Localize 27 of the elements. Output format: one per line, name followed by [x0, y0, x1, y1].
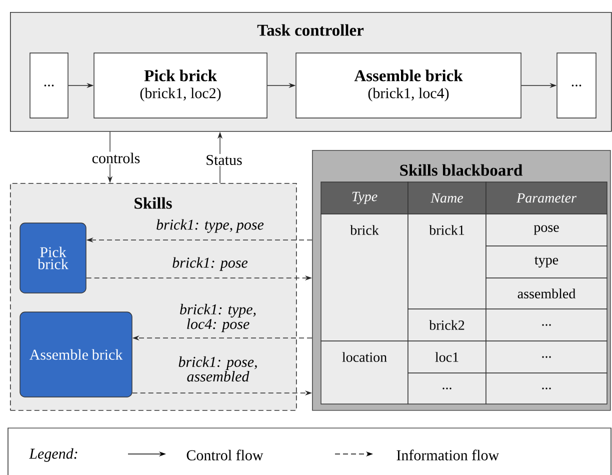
table-cell: ...: [486, 340, 608, 374]
legend-text: Information flow: [396, 450, 500, 460]
edge-label: brick1: type, loc4: pose: [180, 304, 256, 332]
process-box: ...: [556, 52, 596, 118]
legend-text: Control flow: [186, 450, 264, 460]
edge-label: controls: [90, 152, 142, 164]
edge-label: brick1: pose: [172, 257, 248, 271]
legend-title: Legend:: [29, 448, 78, 462]
header-cell: Type: [320, 182, 408, 214]
table-cell: brick2: [408, 308, 486, 342]
table-cell: assembled: [486, 278, 608, 310]
table-cell: loc1: [408, 340, 486, 374]
header-cell: Parameter: [486, 182, 608, 214]
header-cell: Name: [408, 182, 486, 214]
edge-label: brick1: type, pose: [156, 219, 264, 233]
skill-box: Assemble brick: [20, 312, 132, 398]
edge-label: Status: [204, 154, 244, 166]
table-cell: ...: [486, 308, 608, 342]
skill-box: Pick brick: [20, 222, 86, 294]
edge-label: brick1: pose, assembled: [178, 356, 257, 382]
process-box: Pick brick (brick1, loc2): [94, 52, 268, 118]
process-box: ...: [30, 52, 68, 118]
table-cell: ...: [486, 372, 608, 404]
table-cell: pose: [486, 214, 608, 246]
table-cell: type: [486, 246, 608, 278]
process-box: Assemble brick (brick1, loc4): [296, 52, 522, 118]
table-cell: ...: [408, 372, 486, 404]
